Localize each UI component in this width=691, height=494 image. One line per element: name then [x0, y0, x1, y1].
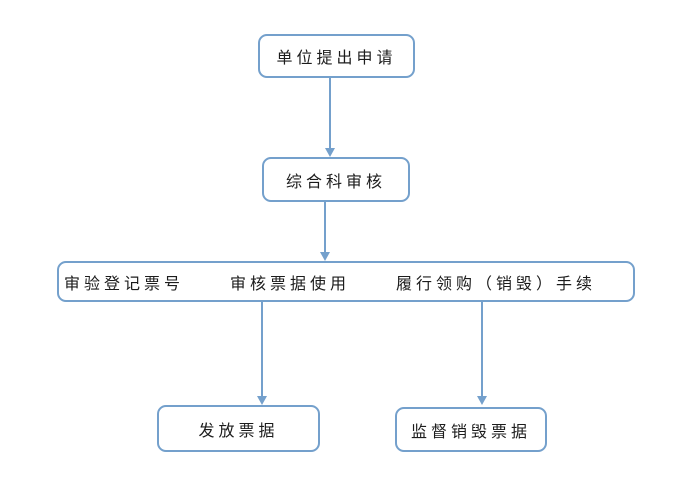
node-comprehensive-review: 综合科审核	[262, 157, 410, 202]
node-supervise-destroy-tickets-label: 监督销毁票据	[410, 423, 531, 441]
node-issue-tickets: 发放票据	[157, 405, 320, 452]
arrow-tasks-to-destroy	[477, 302, 487, 405]
node-unit-application-label: 单位提出申请	[276, 50, 397, 67]
arrow-tasks-to-issue	[257, 302, 267, 405]
node-task-verify-ticket-number: 审验登记票号	[64, 275, 185, 293]
node-task-purchase-destroy-procedure: 履行领购（销毁）手续	[396, 275, 597, 293]
node-unit-application: 单位提出申请	[258, 34, 415, 78]
node-tasks-bar: 审验登记票号 审核票据使用 履行领购（销毁）手续	[57, 261, 635, 302]
node-task-review-ticket-usage: 审核票据使用	[230, 275, 351, 293]
node-supervise-destroy-tickets: 监督销毁票据	[395, 407, 547, 452]
node-issue-tickets-label: 发放票据	[198, 422, 279, 440]
arrow-application-to-review	[325, 77, 335, 157]
arrow-review-to-tasks	[320, 202, 330, 261]
node-comprehensive-review-label: 综合科审核	[285, 173, 386, 191]
